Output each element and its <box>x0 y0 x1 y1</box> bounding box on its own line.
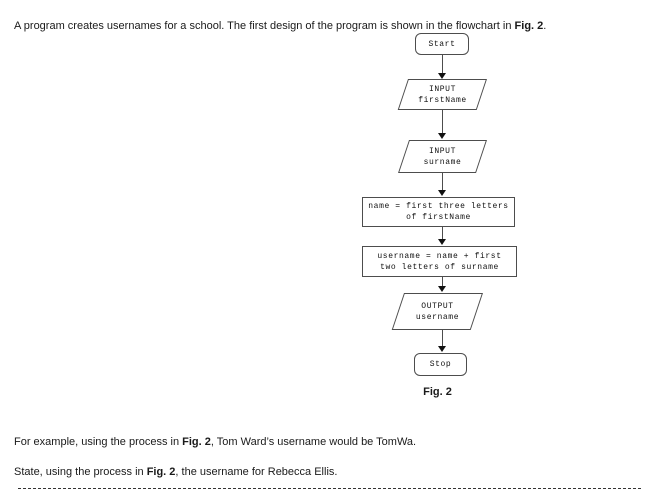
stop-node: Stop <box>414 353 467 376</box>
figure-caption: Fig. 2 <box>423 386 452 398</box>
flow-arrow-3 <box>438 173 447 196</box>
question-paragraph: State, using the process in Fig. 2, the … <box>14 465 337 479</box>
arrow-down-icon <box>438 190 446 196</box>
node-label: INPUT surname <box>398 140 487 173</box>
label-line-1: OUTPUT <box>421 301 454 311</box>
input-firstname-node: INPUT firstName <box>397 79 487 110</box>
arrow-line <box>442 277 443 286</box>
arrow-down-icon <box>438 286 446 292</box>
question-text-post: , the username for Rebecca Ellis. <box>175 466 338 478</box>
output-username-node: OUTPUT username <box>391 293 483 330</box>
node-label: OUTPUT username <box>392 293 483 330</box>
label-line-2: username <box>415 312 460 322</box>
arrow-down-icon <box>438 73 446 79</box>
label-line-2: surname <box>423 157 462 167</box>
arrow-line <box>442 110 443 133</box>
input-surname-node: INPUT surname <box>398 140 487 173</box>
arrow-line <box>442 330 443 346</box>
label-line-2: of firstName <box>406 213 471 222</box>
arrow-line <box>442 55 443 73</box>
arrow-down-icon <box>438 133 446 139</box>
intro-text-post: . <box>543 20 547 32</box>
label-line-1: username = name + first <box>377 251 502 261</box>
example-text-pre: For example, using the process in <box>14 436 183 448</box>
label-line-2: two letters of surname <box>380 262 499 272</box>
arrow-line <box>442 227 443 239</box>
label-line-1: INPUT <box>428 146 456 156</box>
fig-reference-bold: Fig. 2 <box>182 436 211 448</box>
answer-dashed-line <box>18 488 641 489</box>
start-node: Start <box>415 33 469 55</box>
stop-label: Stop <box>429 360 452 369</box>
flow-arrow-1 <box>438 55 447 79</box>
label-line-2: firstName <box>418 95 467 105</box>
fig-reference-bold: Fig. 2 <box>514 20 544 32</box>
intro-paragraph: A program creates usernames for a school… <box>14 19 546 33</box>
arrow-down-icon <box>438 239 446 245</box>
node-label: INPUT firstName <box>398 79 487 110</box>
example-text-post: , Tom Ward’s username would be TomWa. <box>210 436 417 448</box>
node-label: username = name + first two letters of s… <box>363 247 516 276</box>
start-label: Start <box>428 39 456 49</box>
arrow-down-icon <box>438 346 446 352</box>
label-line-1: name = first three letters <box>368 202 509 211</box>
flow-arrow-5 <box>438 277 447 292</box>
flow-arrow-2 <box>438 110 447 139</box>
question-text-pre: State, using the process in <box>14 466 147 478</box>
process-name-node: name = first three letters of firstName <box>362 197 515 227</box>
flow-arrow-4 <box>438 227 447 245</box>
label-line-1: INPUT <box>428 84 456 94</box>
node-label: name = first three letters of firstName <box>363 198 514 226</box>
flow-arrow-6 <box>438 330 447 352</box>
intro-text-pre: A program creates usernames for a school… <box>14 20 515 32</box>
fig-reference-bold: Fig. 2 <box>146 466 176 478</box>
arrow-line <box>442 173 443 190</box>
process-username-node: username = name + first two letters of s… <box>362 246 517 277</box>
example-paragraph: For example, using the process in Fig. 2… <box>14 435 416 449</box>
